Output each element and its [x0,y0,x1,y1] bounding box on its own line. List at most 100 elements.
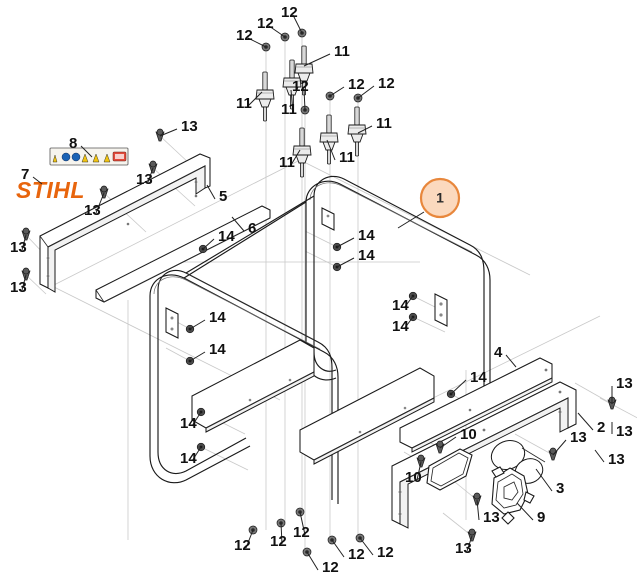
callout-12: 12 [348,76,365,93]
callout-12: 12 [257,15,274,32]
vibration-mount [255,71,275,122]
vibration-mount [292,127,312,178]
callout-12: 12 [293,524,310,541]
callout-13: 13 [84,202,101,219]
callout-11: 11 [281,101,297,118]
leader-line [552,439,567,456]
badge-circle[interactable] [419,177,461,219]
callout-13: 13 [608,451,625,468]
leader-line [303,53,331,67]
callout-12: 12 [292,78,309,95]
leader-line [359,537,374,556]
part-13-screws [21,128,617,542]
callout-14: 14 [392,318,409,335]
callout-4: 4 [494,344,503,361]
callout-11: 11 [339,149,355,166]
leader-line [206,184,216,200]
callout-9: 9 [537,509,545,526]
leader-line [535,468,553,492]
callout-12: 12 [236,27,253,44]
callout-11: 11 [236,95,252,112]
part-6-support-bar [95,205,271,303]
leader-line [191,446,202,462]
leader-line [357,125,373,134]
leader-line [403,295,414,309]
callout-14: 14 [218,228,235,245]
callout-11: 11 [334,43,350,60]
leader-line [466,535,473,552]
leader-line [303,88,306,111]
vibration-mount [282,59,302,110]
leader-line [505,354,517,368]
callout-14: 14 [470,369,487,386]
leader-line [95,192,105,214]
callout-10: 10 [460,426,477,443]
leader-line [21,234,27,251]
callout-2: 2 [597,419,605,436]
callout-14: 14 [358,247,375,264]
callout-7: 7 [21,166,29,183]
leader-line [290,89,294,113]
leader-line [290,149,301,166]
leader-line [245,529,254,549]
callout-12: 12 [348,546,365,563]
vibration-mount [294,45,314,96]
leader-line [594,449,605,463]
leader-line [268,25,286,38]
callout-13: 13 [10,239,27,256]
screw [155,128,165,142]
vibration-mount [319,114,339,165]
leader-line [202,238,215,250]
callout-14: 14 [209,341,226,358]
part-4-upper-rail [399,357,553,453]
callout-8: 8 [69,135,77,152]
callout-13: 13 [10,279,27,296]
stihl-logo: STIHL [16,177,85,203]
callout-13: 13 [136,171,153,188]
callout-13: 13 [570,429,587,446]
leader-line [329,86,345,97]
leader-line [416,461,422,481]
leader-line [326,139,336,161]
callout-13: 13 [616,423,633,440]
leader-line [189,319,206,330]
callout-13: 13 [455,540,472,557]
callout-5: 5 [219,188,227,205]
highlight-badge-1[interactable]: 1 [397,177,461,229]
leader-line [577,412,594,431]
leader-line [247,91,263,107]
badge-number: 1 [436,190,444,206]
callout-6: 6 [248,220,256,237]
leader-line [403,316,414,330]
leader-line [357,85,375,99]
callout-14: 14 [180,415,197,432]
callout-13: 13 [483,509,500,526]
leader-line [292,14,303,34]
leader-line [247,37,267,48]
screw [548,447,558,461]
leader-line [189,351,206,362]
callout-10: 10 [405,469,422,486]
leader-line [299,511,306,536]
part-5-front-panel [39,153,211,293]
callout-12: 12 [234,537,251,554]
leader-line [147,167,154,183]
callout-3: 3 [556,480,564,497]
callout-12: 12 [377,544,394,561]
leader-line [439,436,457,449]
screw [467,528,477,542]
leader-line [306,551,319,571]
callout-14: 14 [180,450,197,467]
callout-11: 11 [376,115,392,132]
part-2-side-panel [391,381,577,529]
callout-11: 11 [279,154,295,171]
leader-line [231,216,245,232]
callout-12: 12 [322,559,339,576]
leader-line [516,502,534,521]
leader-line [32,176,43,185]
leader-line [21,274,27,291]
leader-line [450,379,467,395]
part-8-warning-label [49,147,129,166]
